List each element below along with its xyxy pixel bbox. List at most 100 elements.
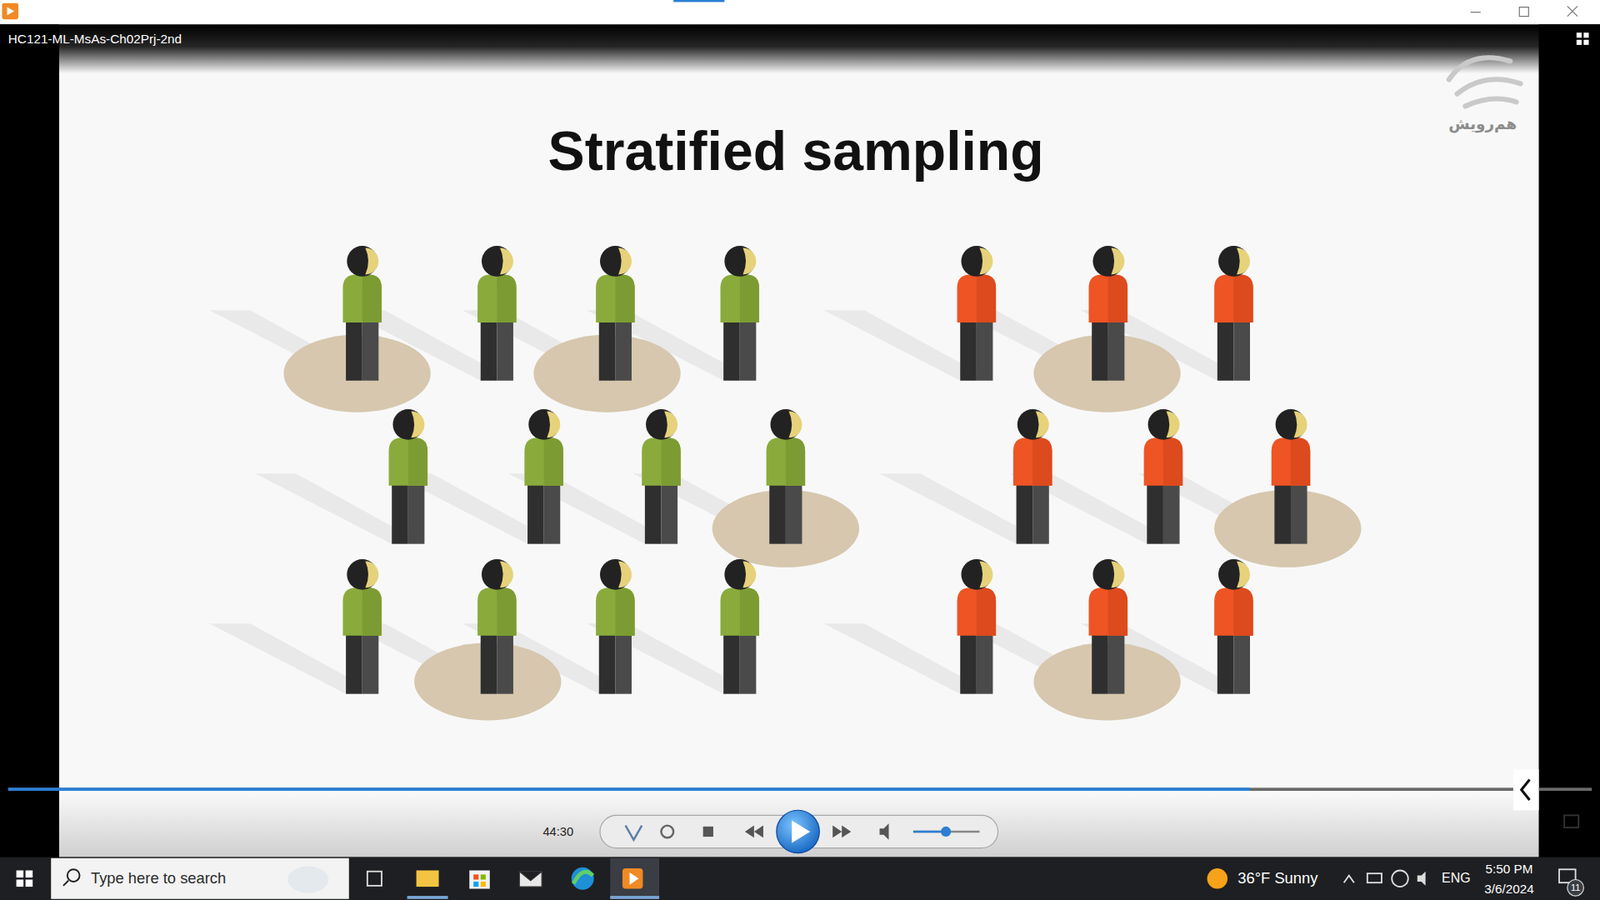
language-indicator: ENG (1441, 870, 1470, 886)
edge-icon (573, 871, 593, 884)
restore-button (1519, 7, 1529, 17)
play-button (776, 810, 820, 853)
illustration-part (1089, 559, 1129, 695)
clock-date: 3/6/2024 (1484, 881, 1535, 897)
start-button (16, 870, 34, 887)
illustration-part (1457, 79, 1521, 94)
illustration-part (595, 559, 635, 695)
notification-count: 11 (1570, 882, 1580, 894)
illustration-part (477, 245, 517, 381)
window-title: HC121-ML-MsAs-Ch02Prj-2nd (8, 31, 182, 47)
side-panel-chevron (1521, 780, 1530, 800)
search-icon (63, 880, 69, 886)
illustration-part (595, 245, 635, 381)
search-placeholder: Type here to search (90, 870, 226, 888)
illustration-part (1214, 559, 1254, 695)
app-icon-play (7, 7, 15, 16)
clock-time: 5:50 PM (1485, 861, 1534, 877)
mini-mode-icon (1564, 815, 1579, 828)
weather-sun-icon (1207, 868, 1228, 889)
illustration-part (342, 245, 382, 381)
search-box (50, 858, 350, 900)
illustration-part (641, 409, 681, 545)
corner-icon (1576, 40, 1582, 45)
illustration-part (1013, 409, 1053, 545)
edge-icon (571, 867, 595, 890)
illustration-part (957, 245, 997, 381)
illustration-part (16, 880, 25, 888)
media-player-icon (630, 872, 640, 885)
illustration-part (25, 870, 34, 878)
explorer-active (407, 895, 449, 900)
corner-icon (1583, 32, 1589, 38)
forward-icon (841, 825, 851, 839)
seek-progress (8, 787, 1250, 791)
slide-background (59, 24, 1540, 790)
illustration-part (1214, 245, 1254, 381)
illustration-part (473, 874, 479, 880)
seek-track (8, 787, 1592, 791)
illustration-part (720, 245, 760, 381)
rewind-icon (754, 825, 764, 839)
illustration-part (16, 870, 25, 878)
battery-icon (1367, 873, 1382, 883)
corner-icon (1583, 40, 1589, 45)
search-icon (67, 869, 80, 882)
volume-icon (880, 823, 890, 840)
network-icon (1391, 870, 1409, 887)
close-button (1567, 5, 1578, 16)
weather-text: 36°F Sunny (1237, 870, 1318, 888)
explorer-icon (416, 870, 440, 887)
taskbar (0, 857, 1600, 900)
red-stratum (957, 245, 1311, 695)
app-icon (1, 3, 19, 20)
illustration-part (1271, 409, 1311, 545)
store-icon (469, 870, 490, 889)
forward-icon (832, 825, 842, 839)
illustration-part (342, 559, 382, 695)
top-gradient (0, 24, 1600, 74)
video-background (0, 24, 1600, 857)
elapsed-time: 44:30 (542, 825, 574, 840)
illustration-part (1089, 245, 1129, 381)
titlebar-accent (673, 0, 725, 2)
illustration-part (524, 409, 564, 545)
illustration-part (766, 409, 806, 545)
illustration-part (473, 881, 479, 887)
illustration-part (957, 559, 997, 695)
media-player-icon (622, 868, 643, 889)
illustration-part (1144, 409, 1184, 545)
illustration-part (1465, 99, 1516, 107)
illustration-part (480, 874, 486, 880)
selection-discs (283, 335, 1361, 721)
repeat-icon (660, 825, 674, 839)
corner-icon (1576, 32, 1582, 38)
side-panel-tab (1513, 769, 1540, 810)
window-titlebar (0, 0, 1600, 25)
illustration-part (477, 559, 517, 695)
green-stratum (342, 245, 805, 695)
tray-chevron (1344, 875, 1355, 884)
volume-knob (940, 826, 951, 837)
watermark: هم‌رویش (1448, 115, 1517, 134)
shuffle-icon (625, 825, 643, 840)
play-triangle (791, 820, 810, 843)
minimize-button (1470, 11, 1480, 13)
rewind-icon (745, 825, 755, 839)
illustration-part (1449, 57, 1510, 80)
notification-badge (1567, 880, 1585, 897)
stop-icon (703, 826, 714, 837)
speaker-icon (1417, 871, 1426, 886)
illustration-part (720, 559, 760, 695)
search-highlight-image (287, 866, 329, 894)
media-player-active (610, 858, 660, 900)
mail-icon (519, 871, 542, 887)
watermark-logo (1449, 57, 1521, 106)
slide-title: Stratified sampling (548, 119, 1045, 183)
illustration-part (389, 409, 429, 545)
task-view-icon (367, 871, 382, 886)
media-player-indicator (610, 895, 660, 900)
controls-bar (59, 790, 1540, 858)
illustration-part (480, 881, 486, 887)
